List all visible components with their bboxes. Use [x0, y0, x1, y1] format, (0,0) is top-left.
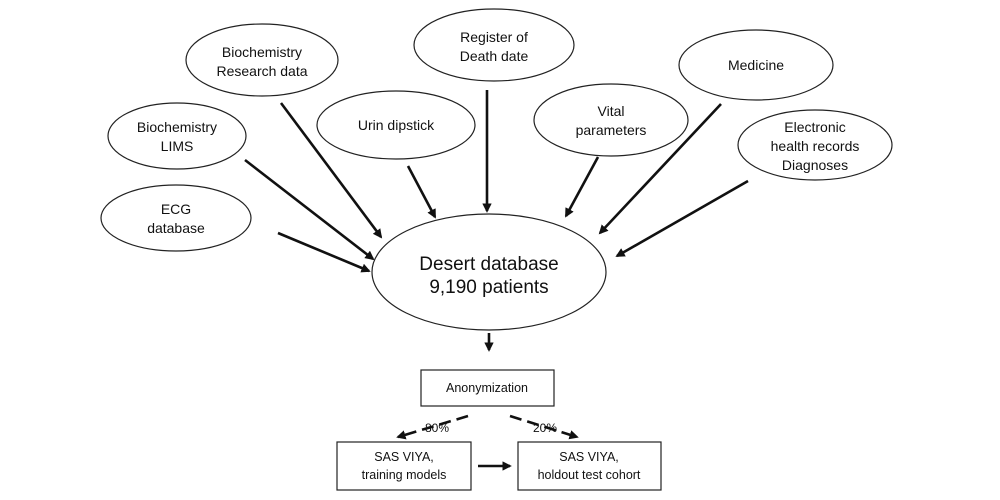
split-right-percent: 20%	[533, 421, 557, 435]
holdout-label-line: SAS VIYA,	[559, 450, 619, 464]
training-label-line: SAS VIYA,	[374, 450, 434, 464]
edge-anonymization-to-training	[396, 414, 469, 440]
source-vital-parameters: Vital parameters	[533, 83, 689, 157]
node-label-line: Death date	[460, 48, 529, 64]
source-electronic-health-records-diagnoses: Electronic health records Diagnoses	[737, 109, 893, 181]
node-label-line: Biochemistry	[137, 119, 217, 135]
anonymization-box	[420, 369, 555, 407]
node-label-line: Research data	[216, 63, 307, 79]
source-edges	[244, 90, 749, 273]
node-ellipse	[533, 83, 689, 157]
source-biochemistry-research-data: Biochemistry Research data	[185, 23, 339, 97]
node-ellipse	[107, 102, 247, 170]
holdout-box	[517, 441, 662, 491]
hub-label-line: 9,190 patients	[429, 277, 548, 298]
edge-anonymization-to-holdout	[509, 414, 579, 440]
node-label-line: parameters	[576, 122, 647, 138]
node-label-line: Medicine	[728, 57, 784, 73]
node-label-line: Biochemistry	[222, 44, 302, 60]
node-label-line: health records	[771, 138, 860, 154]
anonymization-step: Anonymization	[420, 369, 555, 407]
edge-medicine-to-hub	[598, 103, 722, 235]
node-label-line: LIMS	[161, 138, 194, 154]
node-ellipse	[316, 90, 476, 160]
node-label-line: Register of	[460, 29, 528, 45]
source-nodes: Biochemistry Research data Register of D…	[100, 8, 893, 252]
output-holdout: SAS VIYA, holdout test cohort	[517, 441, 662, 491]
node-label-line: Vital	[598, 103, 625, 119]
source-register-of-death-date: Register of Death date	[413, 8, 575, 82]
holdout-label-line: holdout test cohort	[538, 468, 641, 482]
hub-label-line: Desert database	[419, 254, 558, 275]
edge-urin-dipstick-to-hub	[406, 165, 437, 219]
edge-ecg-database-to-hub	[277, 231, 371, 273]
training-label-line: training models	[362, 468, 447, 482]
node-ellipse	[185, 23, 339, 97]
node-ellipse	[737, 109, 893, 181]
split-left-percent: 80%	[425, 421, 449, 435]
edge-biochem-research-to-hub	[279, 102, 383, 239]
training-box	[336, 441, 472, 491]
source-ecg-database: ECG database	[100, 184, 252, 252]
source-medicine: Medicine	[678, 29, 834, 101]
node-label-line: Electronic	[784, 119, 845, 135]
node-label-line: Urin dipstick	[358, 117, 435, 133]
source-urin-dipstick: Urin dipstick	[316, 90, 476, 160]
output-training: SAS VIYA, training models	[336, 441, 472, 491]
node-label-line: database	[147, 220, 205, 236]
edge-biochem-lims-to-hub	[244, 158, 375, 261]
source-biochemistry-lims: Biochemistry LIMS	[107, 102, 247, 170]
anonymization-label: Anonymization	[446, 381, 528, 395]
node-ellipse	[678, 29, 834, 101]
node-label-line: ECG	[161, 201, 191, 217]
node-ellipse	[413, 8, 575, 82]
hub-desert-database: Desert database 9,190 patients	[371, 213, 607, 331]
edge-ehr-diagnoses-to-hub	[615, 179, 749, 258]
hub-ellipse	[371, 213, 607, 331]
node-label-line: Diagnoses	[782, 157, 848, 173]
node-ellipse	[100, 184, 252, 252]
edge-vital-params-to-hub	[564, 156, 600, 218]
flow-edges	[396, 333, 579, 471]
